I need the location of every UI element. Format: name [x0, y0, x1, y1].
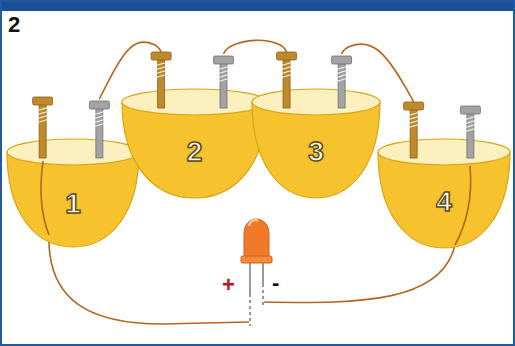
wire [264, 245, 455, 302]
led-symbol [241, 219, 272, 326]
fruit-cup: 3 [252, 50, 380, 198]
top-bar [2, 2, 513, 11]
fruit-cup: 1 [7, 95, 139, 247]
figure-number: 2 [8, 14, 20, 36]
cup-number: 4 [378, 100, 510, 216]
cup-shape [7, 95, 139, 247]
wire [99, 42, 161, 99]
cup-number: 3 [252, 50, 380, 166]
cup-shape [252, 50, 380, 198]
wire [49, 235, 249, 324]
polarity-sign: + [222, 274, 235, 296]
polarity-sign: - [272, 272, 279, 294]
cup-number: 1 [7, 95, 139, 218]
cup-shape [378, 100, 510, 248]
fruit-cup: 2 [122, 50, 267, 198]
cup-shape [122, 50, 267, 198]
fruit-cup: 4 [378, 100, 510, 248]
cup-number: 2 [122, 50, 267, 166]
